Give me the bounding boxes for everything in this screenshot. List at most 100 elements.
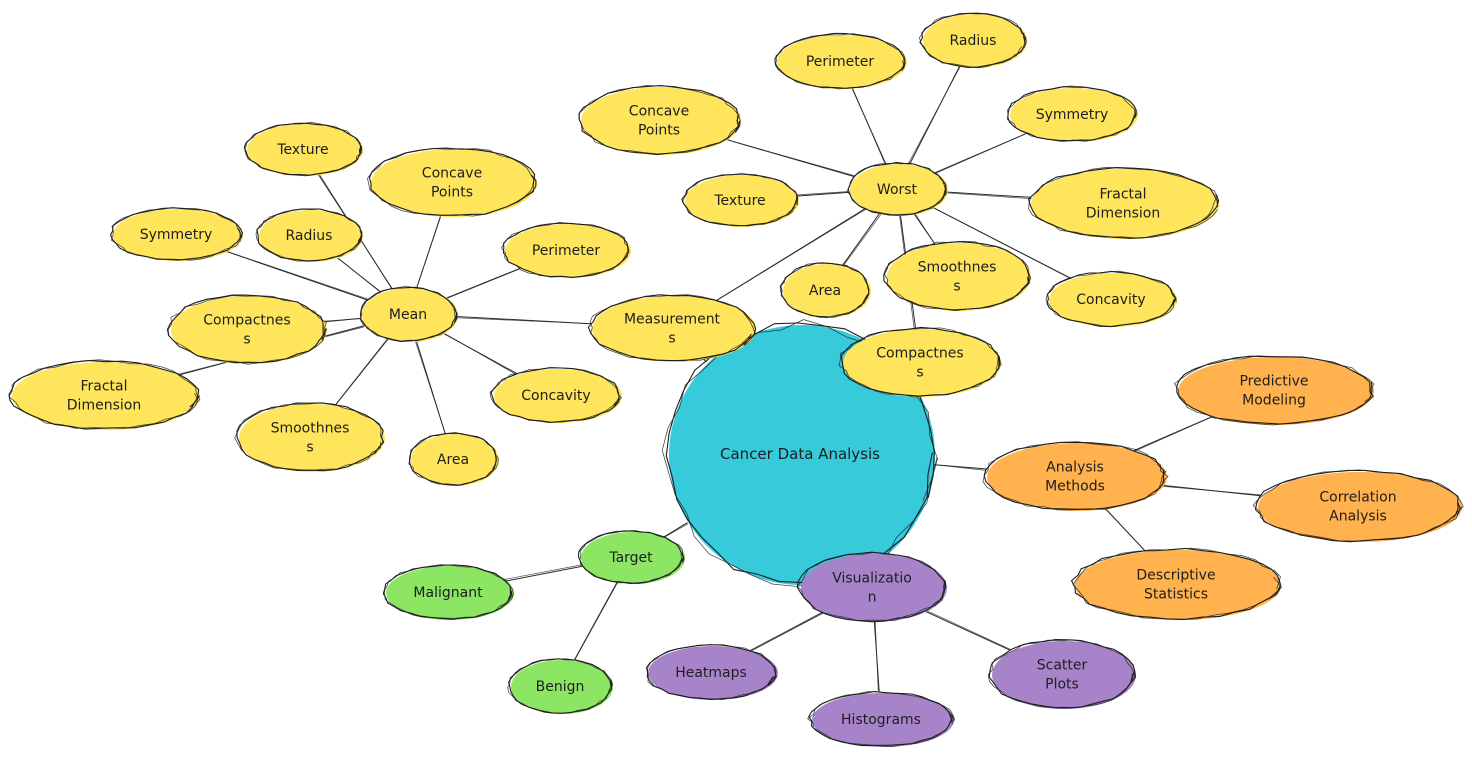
node-worst-radius-label: Radius bbox=[950, 33, 997, 49]
node-mean-outline-2 bbox=[359, 285, 458, 342]
node-worst-radius[interactable]: Radius bbox=[918, 12, 1027, 69]
edge-worst-to-worst-concave-points bbox=[724, 138, 856, 177]
node-measurements-outline-2 bbox=[589, 294, 756, 362]
node-mean-symmetry[interactable]: Symmetry bbox=[109, 207, 244, 261]
node-measurements-shape bbox=[592, 296, 756, 362]
node-worst-fractal-dimension-outline-2 bbox=[1028, 166, 1218, 239]
node-histograms[interactable]: Histograms bbox=[806, 690, 956, 748]
edge-mean-to-mean-area bbox=[415, 340, 446, 434]
node-root[interactable]: Cancer Data Analysis bbox=[661, 319, 939, 587]
node-heatmaps-shape bbox=[648, 646, 778, 700]
node-mean-texture[interactable]: Texture bbox=[243, 121, 363, 177]
node-target-shape bbox=[581, 532, 685, 584]
node-mean-smoothness-shape bbox=[239, 404, 385, 472]
node-worst-area[interactable]: Area bbox=[779, 262, 871, 319]
node-visualization-outline-2 bbox=[797, 551, 946, 621]
node-worst-texture-outline-2 bbox=[681, 173, 797, 227]
node-worst-concavity-shape bbox=[1049, 273, 1177, 327]
node-descriptive-statistics-shape bbox=[1075, 550, 1281, 620]
node-mean-perimeter[interactable]: Perimeter bbox=[500, 221, 631, 278]
node-histograms-label: Histograms bbox=[841, 712, 921, 728]
node-mean-area[interactable]: Area bbox=[408, 432, 499, 486]
node-descriptive-statistics-outline-2 bbox=[1072, 547, 1281, 620]
node-histograms-shape bbox=[812, 693, 954, 747]
edge-mean-to-mean-perimeter bbox=[445, 267, 522, 299]
node-mean-symmetry-shape bbox=[113, 209, 243, 261]
node-mean-perimeter-outline-2 bbox=[500, 221, 630, 278]
node-worst-perimeter[interactable]: Perimeter bbox=[774, 32, 907, 90]
edge-worst-to-worst-texture bbox=[795, 191, 849, 197]
node-histograms-outline-2 bbox=[806, 690, 956, 748]
node-mean[interactable]: Mean bbox=[359, 285, 458, 342]
edge-visualization-to-histograms bbox=[873, 619, 880, 693]
node-malignant-shape bbox=[386, 566, 514, 620]
edge-target-to-malignant bbox=[504, 564, 583, 582]
node-worst-fractal-dimension-shape bbox=[1031, 169, 1219, 239]
node-malignant[interactable]: Malignant bbox=[382, 564, 514, 620]
edge-measurements-to-mean bbox=[454, 316, 592, 325]
node-worst-concave-points-shape bbox=[581, 87, 741, 155]
node-target[interactable]: Target bbox=[577, 529, 686, 585]
edge-worst-to-worst-symmetry bbox=[934, 132, 1028, 175]
edge-worst-to-worst-concavity bbox=[930, 206, 1072, 280]
node-mean-radius[interactable]: Radius bbox=[255, 208, 363, 262]
edge-analysis-methods-to-correlation-analysis bbox=[1160, 484, 1263, 497]
node-benign[interactable]: Benign bbox=[507, 658, 614, 714]
edge-mean-to-mean-concave-points bbox=[416, 214, 442, 288]
node-benign-shape bbox=[511, 660, 613, 714]
node-worst-concavity-outline-2 bbox=[1045, 270, 1177, 328]
node-worst[interactable]: Worst bbox=[846, 161, 948, 216]
node-mean-radius-shape bbox=[259, 210, 363, 262]
node-worst-texture-label: Texture bbox=[713, 193, 765, 209]
node-mean-symmetry-label: Symmetry bbox=[140, 227, 213, 243]
edge-root-to-analysis-methods bbox=[932, 464, 988, 471]
node-worst-compactness-outline-2 bbox=[838, 327, 1002, 398]
edge-mean-to-mean-compactness bbox=[322, 317, 362, 323]
edge-worst-to-worst-radius bbox=[908, 65, 961, 165]
edge-measurements-to-worst bbox=[716, 208, 867, 301]
node-benign-outline-2 bbox=[507, 658, 614, 714]
node-mean-perimeter-outline bbox=[502, 222, 629, 278]
node-worst-area-shape bbox=[783, 264, 871, 318]
node-worst-texture[interactable]: Texture bbox=[681, 173, 799, 227]
node-worst-concavity[interactable]: Concavity bbox=[1045, 270, 1177, 328]
node-malignant-outline-2 bbox=[384, 564, 514, 619]
node-mean-fractal-dimension-outline-2 bbox=[8, 359, 201, 429]
node-worst-radius-outline-2 bbox=[918, 12, 1027, 69]
node-heatmaps-outline-2 bbox=[647, 644, 777, 700]
node-mean-symmetry-outline-2 bbox=[110, 207, 244, 261]
edge-analysis-methods-to-predictive-modeling bbox=[1133, 416, 1214, 452]
node-worst-symmetry-outline-2 bbox=[1006, 85, 1138, 143]
node-mean-area-outline-2 bbox=[408, 432, 499, 486]
node-target-outline-2 bbox=[579, 529, 685, 585]
node-worst-symmetry[interactable]: Symmetry bbox=[1006, 85, 1138, 143]
node-heatmaps-label: Heatmaps bbox=[675, 665, 747, 681]
node-heatmaps[interactable]: Heatmaps bbox=[646, 644, 778, 700]
node-benign-label: Benign bbox=[536, 679, 585, 695]
node-mean-concavity[interactable]: Concavity bbox=[489, 367, 622, 424]
node-mean-perimeter-shape bbox=[505, 224, 631, 278]
node-worst-smoothness-shape bbox=[887, 243, 1031, 311]
